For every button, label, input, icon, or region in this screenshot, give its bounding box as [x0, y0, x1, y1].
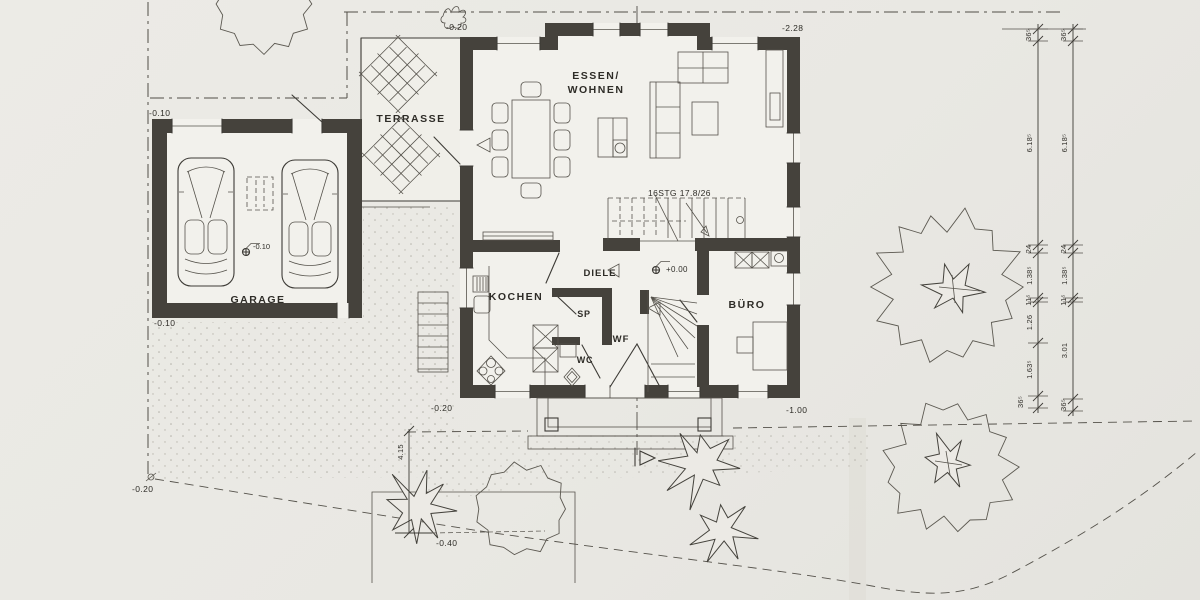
level-label-entry: +0.00: [666, 265, 688, 274]
door-swing-icon: [607, 263, 620, 278]
level-marker-icon: [651, 261, 670, 275]
room-label-buero: BÜRO: [729, 298, 766, 311]
room-label-diele: DIELE: [584, 268, 617, 279]
basement-stair: [647, 290, 698, 392]
dimension-label: 36⁵: [1059, 29, 1068, 41]
door-swing-icon: [476, 137, 491, 153]
garage: [152, 94, 362, 319]
dimension-chain: [1028, 23, 1048, 414]
terrace-hatch: [358, 34, 441, 195]
dimension-label: 6.18⁵: [1025, 134, 1034, 153]
level-marker-icon: [241, 243, 260, 257]
dimension-label: 3.01: [1060, 343, 1069, 358]
door-swing-icon: [647, 301, 661, 316]
main-stair: [607, 194, 746, 242]
entrance-porch: [527, 397, 734, 467]
dimension-label: 11⁵: [1059, 294, 1068, 306]
room-label-kochen: KOCHEN: [489, 291, 544, 303]
dimension-label: 36⁵: [1016, 396, 1025, 408]
porch-column: [544, 417, 559, 432]
dimension-label: 1.63⁵: [1025, 360, 1034, 379]
room-label-sp: SP: [577, 309, 591, 319]
level-label-porch-left: -0.20: [431, 403, 452, 413]
room-label-wohnen: WOHNEN: [568, 84, 625, 96]
dimension-label: 1.38⁵: [1025, 266, 1034, 285]
level-label-porch-right: -1.00: [786, 405, 807, 415]
entrance-arrow-icon: [639, 450, 657, 466]
label-layer: TERRASSE ESSEN/ WOHNEN KOCHEN DIELE SP W…: [132, 22, 1069, 548]
room-label-essen: ESSEN/: [572, 70, 620, 82]
drawing-layer: [145, 0, 1198, 600]
dimension-label: 24: [1059, 245, 1068, 254]
level-label-ne-corner: -2.28: [782, 23, 803, 33]
room-label-garage: GARAGE: [230, 294, 285, 306]
dimension-label: 6.18⁵: [1060, 134, 1069, 153]
level-label-garage-floor: -0.10: [253, 242, 270, 251]
room-label-terrasse: TERRASSE: [376, 113, 445, 125]
porch-column: [697, 417, 712, 432]
dimension-label: 1.38⁵: [1060, 266, 1069, 285]
level-label-garage-bottom: -0.10: [154, 318, 175, 328]
level-label-site-sw: -0.20: [132, 484, 153, 494]
level-label-garage-top: -0.10: [149, 108, 170, 118]
dim-label-setback: 4.15: [396, 444, 405, 459]
room-label-wf: WF: [613, 334, 630, 345]
stair-label: 16STG 17.8/26: [648, 188, 711, 198]
dimension-label: 36⁵: [1059, 399, 1068, 411]
dimension-label: 24: [1024, 245, 1033, 254]
room-label-wc: WC: [577, 355, 594, 365]
dimension-label: 1.26: [1025, 315, 1034, 330]
level-label-garden: -0.40: [436, 538, 457, 548]
level-label-terrace-top: -0.20: [446, 22, 467, 32]
dimension-label: 11⁵: [1024, 294, 1033, 306]
dimension-label: 36⁵: [1024, 29, 1033, 41]
